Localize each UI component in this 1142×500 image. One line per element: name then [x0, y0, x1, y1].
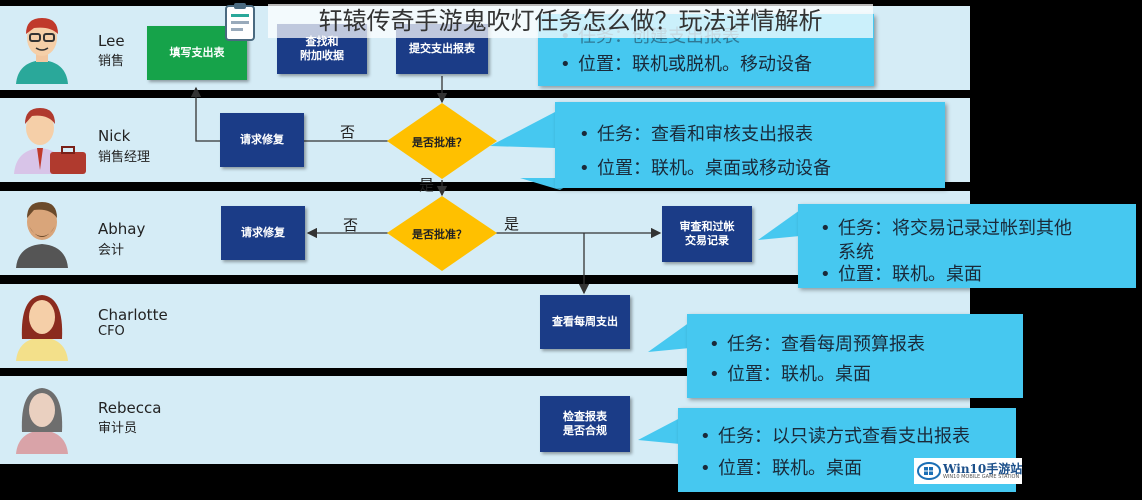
bullet: • — [700, 426, 711, 447]
bullet: • — [820, 264, 831, 285]
avatar-lee — [16, 18, 68, 84]
callout-task: 任务：查看每周预算报表 — [727, 334, 925, 355]
lane-role: 销售 — [98, 54, 125, 69]
decision-label: 是否批准？ — [412, 228, 467, 241]
callout-task: 任务：以只读方式查看支出报表 — [718, 426, 970, 447]
callout-pointer — [648, 322, 690, 352]
decision-label: 是否批准？ — [412, 136, 467, 149]
bullet: • — [700, 458, 711, 479]
flow-label-yes: 是 — [419, 176, 435, 194]
bullet: • — [579, 124, 590, 145]
page-title: 轩辕传奇手游鬼吹灯任务怎么做？玩法详情解析 — [268, 4, 873, 38]
watermark-sub: WIN10 MOBILE GAME STATION — [943, 474, 1020, 480]
callout-location: 位置：联机。桌面 — [718, 458, 862, 479]
windows-logo-icon — [917, 462, 941, 480]
callout-pointer — [638, 418, 680, 444]
lane-name: Abhay — [98, 220, 146, 238]
process-fill-form: 填写支出表 — [147, 26, 247, 80]
callout-task: 任务：查看和审核支出报表 — [597, 124, 813, 145]
lane-role: 审计员 — [98, 421, 138, 436]
callout-abhay: • 任务：将交易记录过帐到其他 系统 • 位置：联机。桌面 — [798, 204, 1136, 288]
lane-role: CFO — [98, 324, 125, 339]
watermark-brand: Win10手游站 — [943, 462, 1023, 476]
callout-location: 位置：联机或脱机。移动设备 — [578, 54, 812, 75]
callout-location: 位置：联机。桌面 — [838, 264, 982, 285]
lane-name: Nick — [98, 127, 131, 145]
flow-label-no: 否 — [343, 216, 359, 234]
process-weekly-review: 查看每周支出 — [540, 295, 630, 349]
bullet: • — [709, 364, 720, 385]
avatar-rebecca — [16, 388, 68, 454]
callout-task-continued: 系统 — [838, 242, 874, 263]
callout-location: 位置：联机。桌面或移动设备 — [597, 158, 831, 179]
process-request-fix: 请求修复 — [221, 206, 305, 260]
callout-rebecca: • 任务：以只读方式查看支出报表 • 位置：联机。桌面 — [678, 408, 1016, 492]
bullet: • — [560, 54, 571, 75]
lane-role: 销售经理 — [98, 150, 151, 165]
callout-charlotte: • 任务：查看每周预算报表 • 位置：联机。桌面 — [687, 314, 1023, 398]
decision-diamond — [387, 103, 497, 179]
callout-pointer — [490, 112, 555, 148]
callout-pointer — [758, 210, 800, 240]
avatar-charlotte — [16, 295, 68, 361]
clipboard-icon — [225, 3, 255, 41]
process-audit-check: 检查报表 是否合规 — [540, 396, 630, 452]
callout-nick: • 任务：查看和审核支出报表 • 位置：联机。桌面或移动设备 — [555, 102, 945, 188]
flow-label-yes: 是 — [504, 215, 520, 233]
decision-diamond — [387, 196, 497, 271]
bullet: • — [709, 334, 720, 355]
lane-name: Charlotte — [98, 306, 168, 324]
callout-location: 位置：联机。桌面 — [727, 364, 871, 385]
lane-role: 会计 — [98, 243, 125, 258]
lane-name: Lee — [98, 32, 125, 50]
process-request-fix: 请求修复 — [220, 113, 304, 167]
avatar-abhay — [16, 202, 68, 268]
process-approve-entries: 审查和过帐 交易记录 — [662, 206, 752, 262]
flow-label-no: 否 — [340, 123, 356, 141]
lane-name: Rebecca — [98, 399, 162, 417]
bullet: • — [820, 218, 831, 239]
avatar-nick — [14, 108, 86, 174]
bullet: • — [579, 158, 590, 179]
watermark-logo: Win10手游站 WIN10 MOBILE GAME STATION — [914, 458, 1022, 484]
callout-task: 任务：将交易记录过帐到其他 — [838, 218, 1072, 239]
